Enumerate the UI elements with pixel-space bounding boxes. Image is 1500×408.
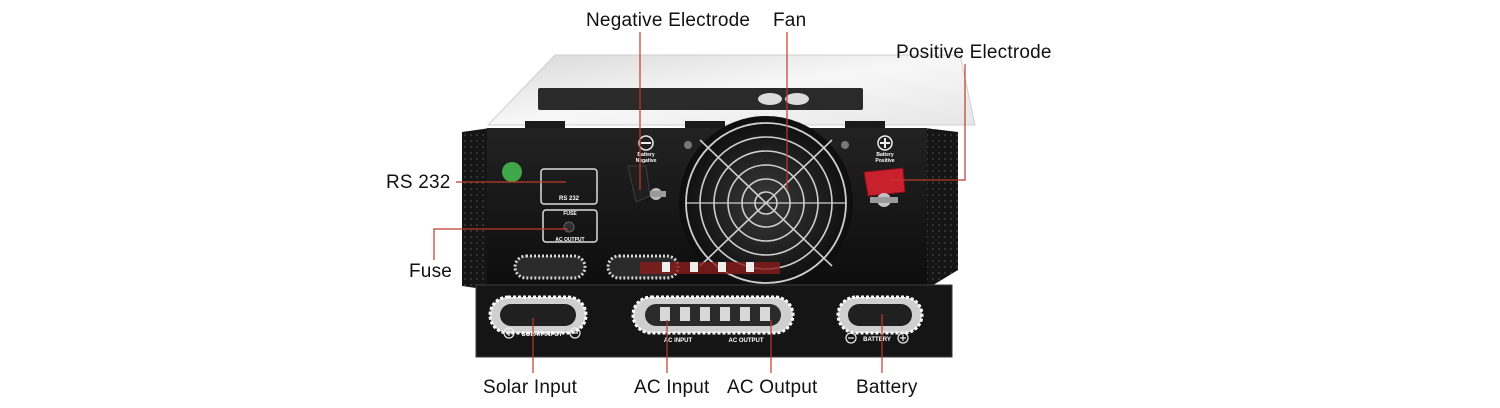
lcd-display-strip <box>538 88 863 110</box>
battery-negative-marker: Battery Negative <box>636 135 657 164</box>
ac-terminal-block[interactable]: AC INPUT AC OUTPUT <box>631 295 795 344</box>
callout-positive-electrode: Positive Electrode <box>896 42 1052 63</box>
left-side-vent <box>462 128 490 290</box>
callout-ac-input: AC Input <box>634 377 710 398</box>
battery-positive-marker: Battery Positive <box>875 135 895 164</box>
battery-port[interactable]: BATTERY <box>836 295 924 344</box>
minus-icon <box>569 327 581 339</box>
callout-ac-output: AC Output <box>727 377 818 398</box>
cable-glands-upper <box>513 254 780 280</box>
rs232-port[interactable]: RS 232 <box>540 168 598 205</box>
positive-terminal[interactable] <box>863 167 906 207</box>
fuse-cap-icon <box>563 221 575 233</box>
svg-text:Negative: Negative <box>636 158 657 164</box>
rs232-panel-label: RS 232 <box>559 196 580 202</box>
ac-input-panel-label: AC INPUT <box>664 338 693 344</box>
negative-terminal[interactable] <box>627 165 666 203</box>
leader-lines <box>433 32 966 373</box>
ground-sticker-icon <box>502 162 522 182</box>
svg-text:Positive: Positive <box>875 158 894 164</box>
svg-text:Battery: Battery <box>876 152 893 158</box>
callout-rs232: RS 232 <box>386 172 451 193</box>
callout-battery: Battery <box>856 377 918 398</box>
callout-fuse: Fuse <box>409 261 453 282</box>
fuse-ac-output-label: AC OUTPUT <box>555 237 584 243</box>
fuse-leader <box>433 228 568 260</box>
solar-input-panel-label: SOLAR INPUT <box>522 332 563 338</box>
svg-text:Battery: Battery <box>637 152 654 158</box>
plus-icon <box>897 332 909 344</box>
plus-icon <box>503 327 515 339</box>
callout-solar-input: Solar Input <box>483 377 578 398</box>
solar-input-port[interactable]: SOLAR INPUT <box>488 295 588 339</box>
minus-icon <box>845 332 857 344</box>
ac-output-panel-label: AC OUTPUT <box>729 338 764 344</box>
cooling-fan <box>679 116 853 290</box>
positive-electrode-leader <box>890 64 966 181</box>
right-side-vent <box>925 128 958 290</box>
control-knob-icon <box>758 93 782 105</box>
inverter-top-case <box>486 54 976 128</box>
battery-panel-label: BATTERY <box>863 337 891 343</box>
callout-negative-electrode: Negative Electrode <box>586 10 751 31</box>
callout-fan: Fan <box>773 10 807 31</box>
fuse-panel-label: FUSE <box>563 211 577 217</box>
